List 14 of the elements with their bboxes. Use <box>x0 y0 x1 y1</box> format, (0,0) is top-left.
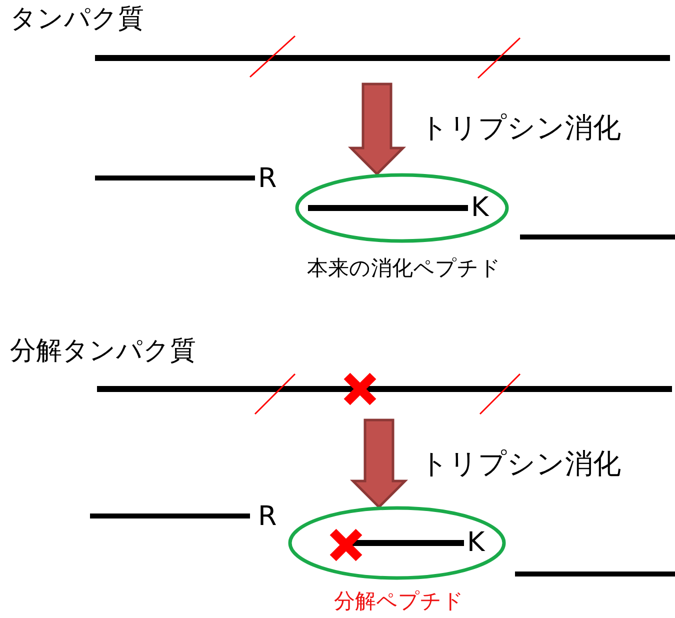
node-label: 本来の消化ペプチド <box>307 258 501 279</box>
block-arrow <box>348 82 406 176</box>
node-label: 分解ペプチド <box>334 591 464 612</box>
residue-label: K <box>471 194 489 221</box>
heading: タンパク質 <box>10 6 144 32</box>
edge-label: トリプシン消化 <box>420 114 621 142</box>
heading: 分解タンパク質 <box>10 338 196 364</box>
residue-label: K <box>467 529 485 556</box>
block-arrow <box>350 418 408 509</box>
residue-label: R <box>258 165 277 192</box>
peptide-ellipse <box>295 173 509 243</box>
peptide-ellipse <box>288 506 506 580</box>
residue-label: R <box>258 503 277 530</box>
edge-label: トリプシン消化 <box>420 450 621 478</box>
